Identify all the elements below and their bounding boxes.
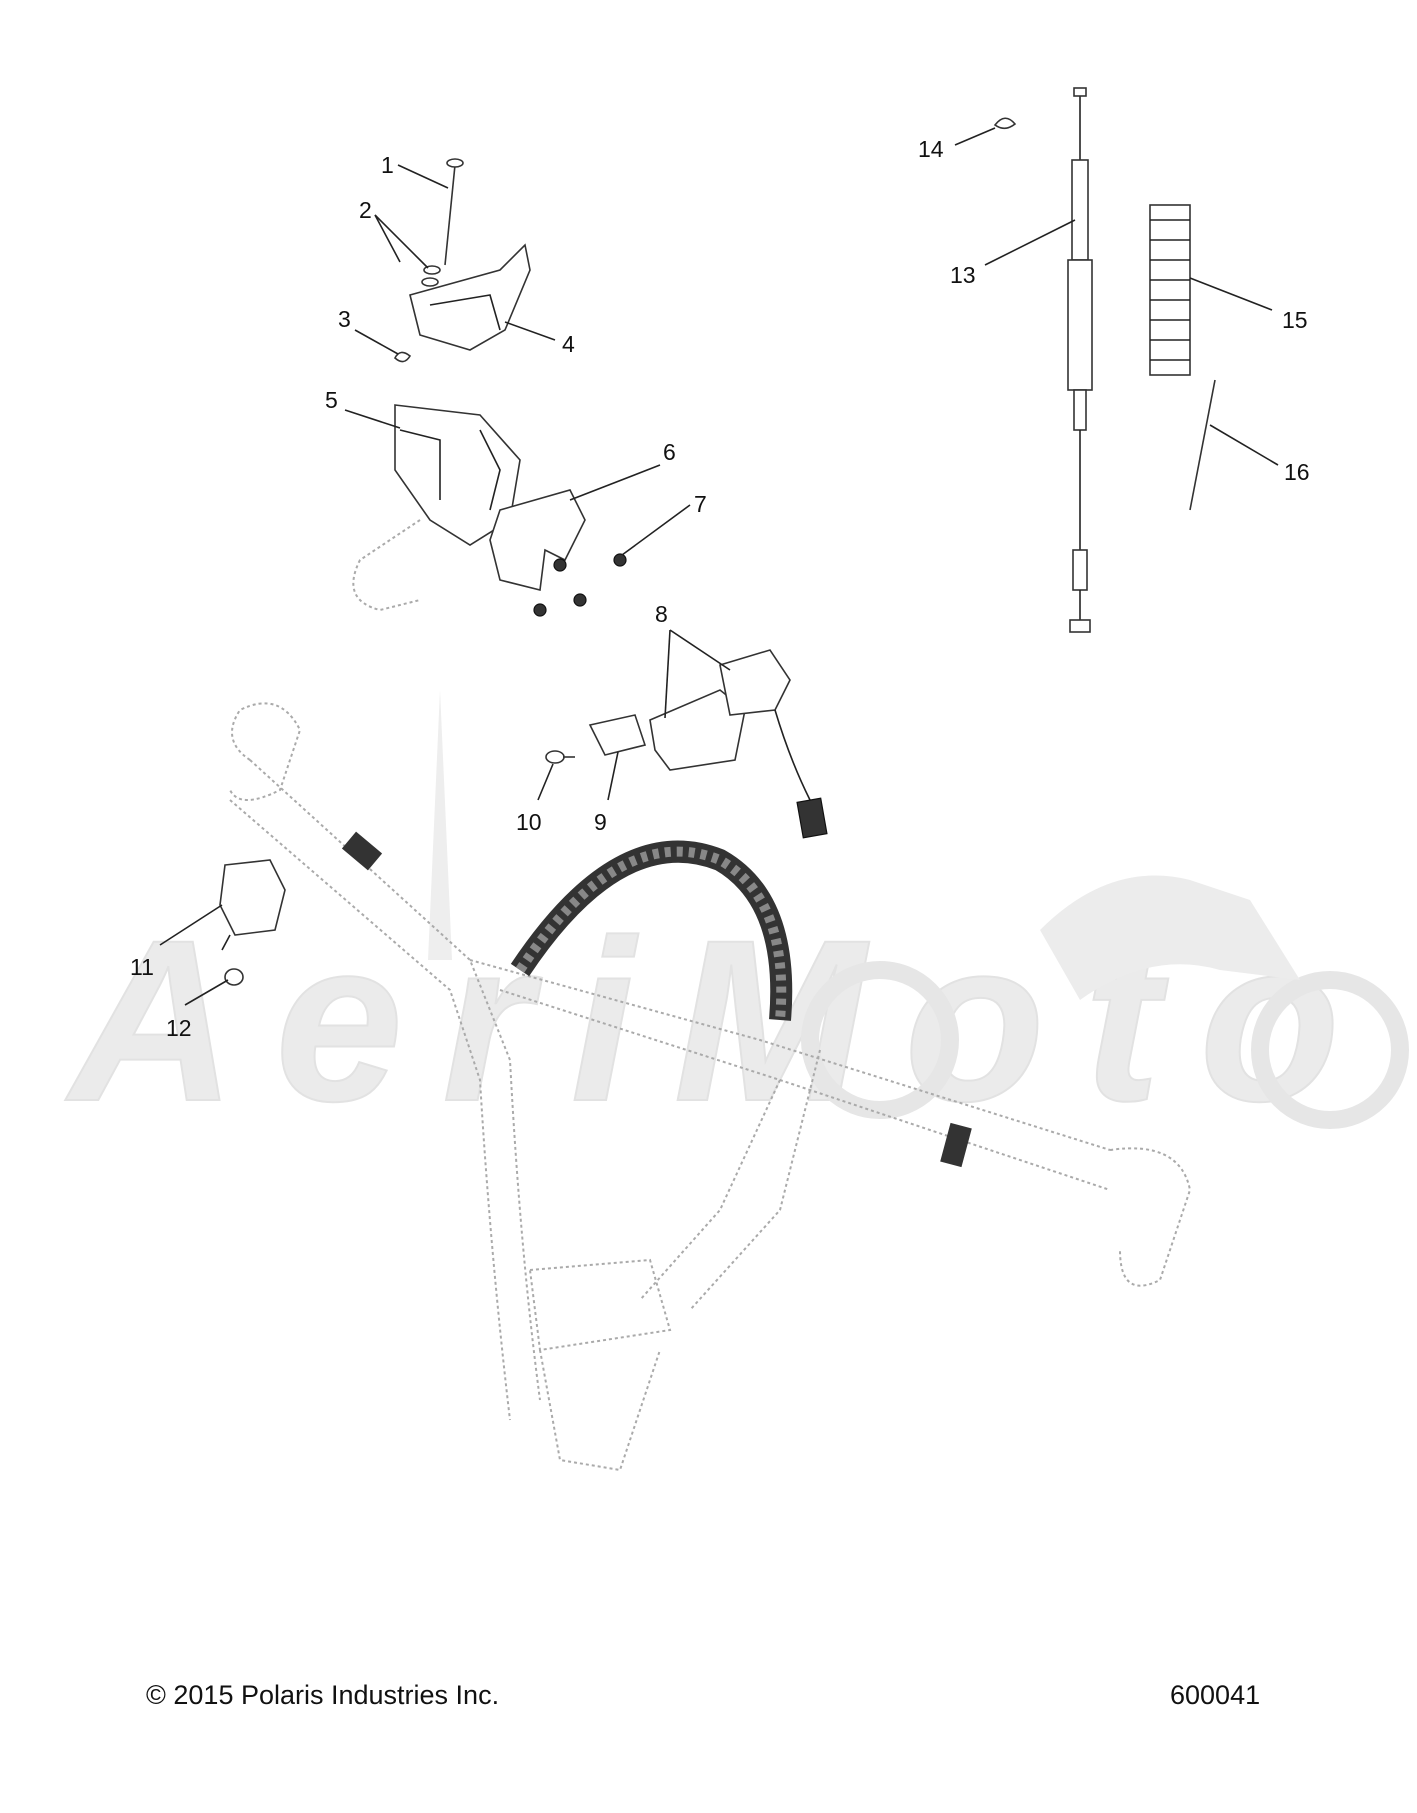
part-1-pin	[444, 158, 464, 266]
callout-5: 5	[325, 387, 338, 413]
part-11-switch	[219, 859, 286, 951]
handlebar-assembly	[229, 702, 1192, 1472]
watermark-wheel-icon	[801, 961, 959, 1119]
callout-10: 10	[516, 809, 542, 835]
callout-2: 2	[359, 197, 372, 223]
callout-1: 1	[381, 152, 394, 178]
part-8-switch-harness	[649, 649, 828, 839]
part-3-clip	[394, 351, 412, 363]
grip-band-icon	[341, 831, 383, 871]
callout-11: 11	[130, 954, 154, 980]
callout-12: 12	[166, 1015, 192, 1041]
callout-4: 4	[562, 331, 575, 357]
grip-band-icon	[940, 1122, 972, 1168]
callout-16: 16	[1284, 459, 1310, 485]
part-4-bracket	[409, 243, 531, 351]
part-16-tie-strap	[1189, 379, 1216, 511]
part-6-cover	[489, 489, 586, 591]
callout-15: 15	[1282, 307, 1308, 333]
callout-7: 7	[694, 491, 707, 517]
figure-id: 600041	[1170, 1680, 1261, 1710]
callout-3: 3	[338, 306, 351, 332]
part-13-cable	[1067, 87, 1093, 633]
watermark-wheel-icon	[1251, 971, 1409, 1129]
watermark: AeriMoto	[64, 690, 1409, 1150]
watermark-spire-icon	[428, 690, 452, 960]
part-10-screw	[545, 750, 575, 764]
callout-13: 13	[950, 262, 976, 288]
part-12-cap	[224, 968, 244, 986]
callout-labels: 1 2 3 4 5 6 7 8 9 10 11 12 13 14 15 16	[130, 136, 1310, 1041]
part-15-spiral-wrap	[1149, 204, 1191, 376]
part-9-clip	[588, 714, 647, 756]
callout-6: 6	[663, 439, 676, 465]
part-2-washers	[421, 265, 441, 287]
part-5-housing	[352, 404, 521, 612]
copyright-notice: © 2015 Polaris Industries Inc.	[146, 1680, 500, 1710]
part-14-clip	[993, 117, 1017, 130]
callout-14: 14	[918, 136, 944, 162]
callout-9: 9	[594, 809, 607, 835]
callout-8: 8	[655, 601, 668, 627]
leader-lines	[159, 127, 1279, 1006]
part-7-screws	[533, 553, 627, 617]
watermark-motorcycle-icon	[1040, 875, 1300, 1000]
